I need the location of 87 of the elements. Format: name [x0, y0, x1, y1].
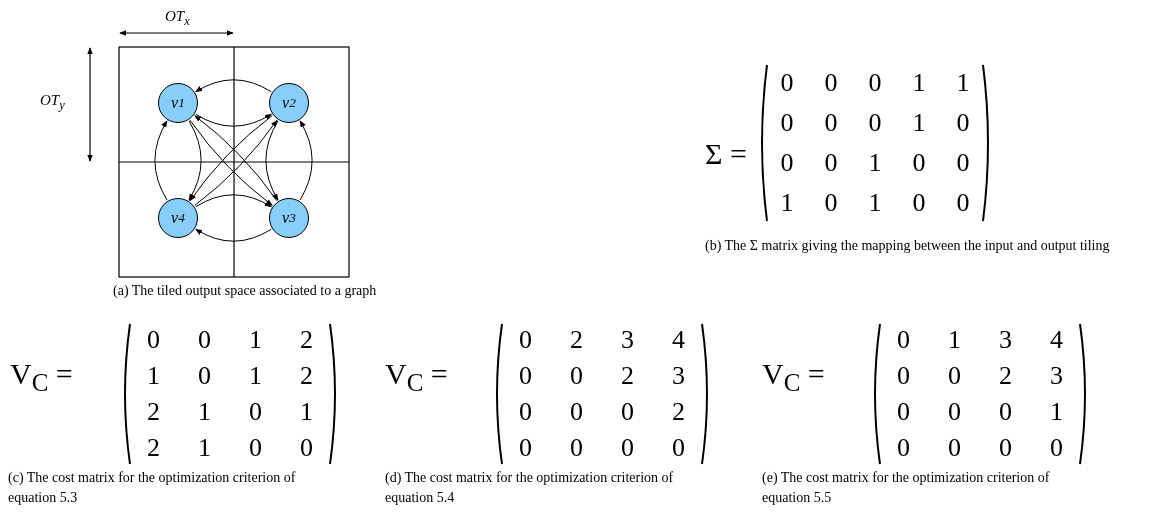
matrix-entry: 0 — [823, 147, 839, 179]
subfigure-caption: (a) The tiled output space associated to a graph — [113, 282, 378, 300]
matrix-entry: 0 — [823, 107, 839, 139]
matrix-entry: 1 — [867, 147, 883, 179]
matrix-entry: 0 — [896, 324, 911, 356]
matrix-entry: 1 — [146, 360, 161, 392]
matrix-symbol: V$_{C}$ = — [762, 357, 825, 397]
matrix-entry: 3 — [1049, 360, 1064, 392]
matrix-symbol: V$_{C}$ = — [385, 357, 448, 397]
matrix-symbol: Σ = — [705, 137, 747, 171]
matrix-entry: 2 — [569, 324, 584, 356]
matrix-entry: 0 — [947, 360, 962, 392]
matrix-entry: 0 — [867, 67, 883, 99]
subfigure-caption: (d) The cost matrix for the optimization criterion of equation 5.4 — [385, 469, 675, 507]
subfigure-caption: (c) The cost matrix for the optimization criterion of equation 5.3 — [8, 469, 297, 507]
matrix-entry: 0 — [823, 67, 839, 99]
matrix-entry: 0 — [569, 432, 584, 464]
matrix-entry: 0 — [823, 187, 839, 219]
matrix-entry: 0 — [671, 432, 686, 464]
matrix-entry: 0 — [518, 396, 533, 428]
matrix-entry: 0 — [867, 107, 883, 139]
matrix-entry: 0 — [896, 360, 911, 392]
matrix-entry: 3 — [620, 324, 635, 356]
matrix-entry: 0 — [955, 147, 971, 179]
subfigure-caption: (b) The Σ matrix giving the mapping between the input and output tiling — [705, 237, 1111, 255]
arrow — [154, 120, 168, 201]
matrix-entry: 4 — [671, 324, 686, 356]
matrix-entry: 0 — [947, 396, 962, 428]
matrix-entry: 4 — [1049, 324, 1064, 356]
matrix-entry: 0 — [620, 396, 635, 428]
matrix-entry: 0 — [779, 67, 795, 99]
matrix-entry: 0 — [197, 360, 212, 392]
arrow — [188, 120, 202, 201]
matrix-entry: 1 — [197, 432, 212, 464]
matrix-entry: 0 — [1049, 432, 1064, 464]
matrix-entry: 1 — [299, 396, 314, 428]
matrix-entry: 3 — [671, 360, 686, 392]
matrix-entry: 0 — [197, 324, 212, 356]
matrix-entry: 2 — [620, 360, 635, 392]
matrix-entry: 0 — [998, 432, 1013, 464]
arrow — [195, 194, 272, 208]
matrix-entry: 2 — [998, 360, 1013, 392]
arrow — [195, 113, 272, 127]
matrix-entry: 0 — [947, 432, 962, 464]
matrix-entry: 0 — [518, 432, 533, 464]
matrix-entry: 0 — [569, 396, 584, 428]
matrix-entry: 1 — [248, 360, 263, 392]
matrix-entry: 0 — [998, 396, 1013, 428]
dimension-label: OT$_{y}$ — [40, 92, 65, 113]
matrix-entry: 0 — [779, 147, 795, 179]
matrix-entry: 1 — [867, 187, 883, 219]
matrix-entry: 0 — [569, 360, 584, 392]
matrix-entry: 0 — [911, 187, 927, 219]
subfigure-caption: (e) The cost matrix for the optimization criterion of equation 5.5 — [762, 469, 1051, 507]
matrix-entry: 2 — [671, 396, 686, 428]
matrix-entry: 2 — [146, 432, 161, 464]
matrix-entry: 0 — [955, 107, 971, 139]
matrix-entry: 0 — [299, 432, 314, 464]
arrow — [195, 228, 272, 242]
matrix-entry: 1 — [1049, 396, 1064, 428]
arrow — [195, 79, 272, 93]
matrix-entry: 2 — [299, 324, 314, 356]
matrix-entry: 1 — [248, 324, 263, 356]
matrix-entry: 1 — [911, 67, 927, 99]
matrix-entry: 0 — [779, 107, 795, 139]
matrix-entry: 2 — [299, 360, 314, 392]
matrix-entry: 3 — [998, 324, 1013, 356]
matrix-symbol: V$_{C}$ = — [10, 357, 73, 397]
matrix-entry: 0 — [248, 396, 263, 428]
matrix-entry: 0 — [518, 360, 533, 392]
matrix-entry: 1 — [779, 187, 795, 219]
matrix-entry: 1 — [955, 67, 971, 99]
matrix-entry: 0 — [896, 432, 911, 464]
matrix-entry: 0 — [146, 324, 161, 356]
matrix-entry: 1 — [197, 396, 212, 428]
matrix-entry: 0 — [911, 147, 927, 179]
arrow — [299, 120, 313, 201]
matrix-entry: 1 — [947, 324, 962, 356]
arrow — [265, 120, 279, 201]
matrix-entry: 0 — [955, 187, 971, 219]
matrix-entry: 0 — [620, 432, 635, 464]
dimension-label: OT$_{x}$ — [165, 8, 190, 29]
matrix-entry: 0 — [896, 396, 911, 428]
matrix-entry: 0 — [248, 432, 263, 464]
matrix-entry: 0 — [518, 324, 533, 356]
matrix-entry: 2 — [146, 396, 161, 428]
matrix-entry: 1 — [911, 107, 927, 139]
